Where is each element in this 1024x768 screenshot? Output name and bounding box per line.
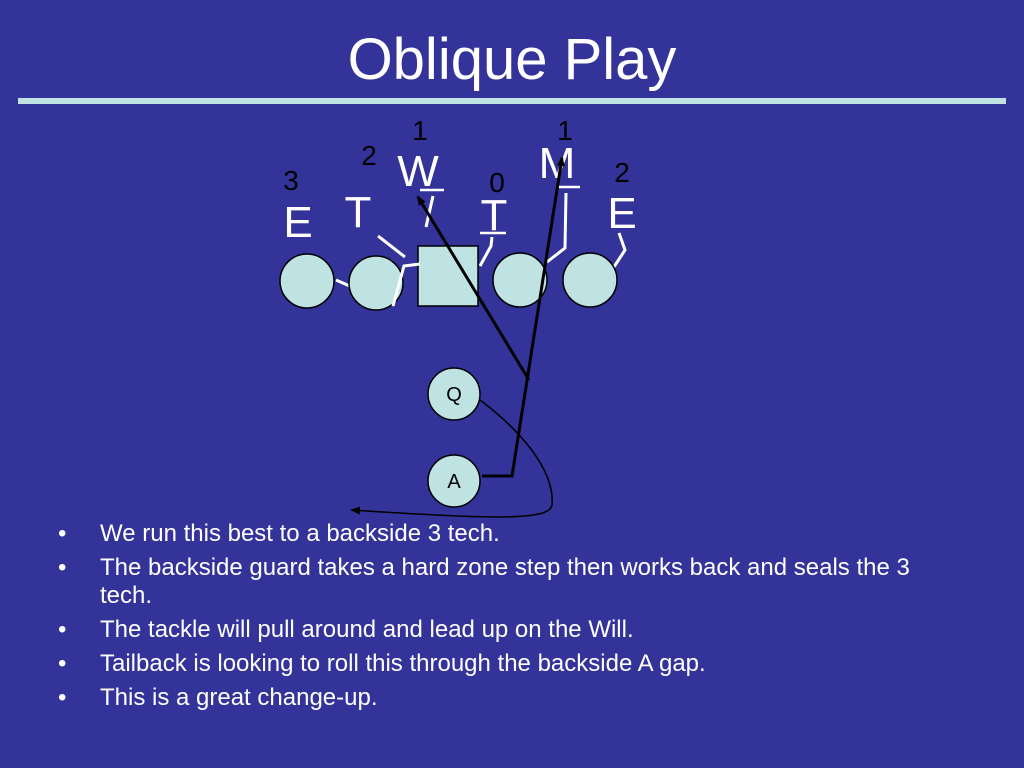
bullet-text: The tackle will pull around and lead up … [100,616,634,643]
bullet-marker: • [58,650,67,677]
mike-reaction [546,192,568,264]
backside-guard [348,255,404,311]
technique-label-m: 1 [557,115,573,146]
will-reaction [424,195,435,228]
bullet-item: • This is a great change-up. [58,684,958,712]
tailback-route [482,156,565,478]
technique-label-nose-t: 0 [489,167,505,198]
playside-end-reaction [610,232,627,271]
bullet-item: • The tackle will pull around and lead up… [58,616,958,644]
defender-playside-end: E [607,189,636,238]
bullet-item: • The backside guard takes a hard zone st… [58,554,958,610]
technique-label-playside-e: 2 [614,157,630,188]
bullet-text: The backside guard takes a hard zone ste… [100,554,910,609]
playside-guard [492,252,548,308]
backside-tackle [279,253,335,309]
bullet-text: We run this best to a backside 3 tech. [100,520,500,547]
bullet-marker: • [58,520,67,547]
qb-fake-route [350,399,553,518]
technique-label-backside-e: 3 [283,165,299,196]
coaching-points-list: •We run this best to a backside 3 tech. … [58,520,958,718]
title-divider [18,98,1006,104]
technique-label-w: 1 [412,115,428,146]
bullet-text: This is a great change-up. [100,684,378,711]
bullet-marker: • [58,616,67,643]
tailback [427,454,481,508]
tailback-label: A [447,471,461,493]
bullet-item: • Tailback is looking to roll this throug… [58,650,958,678]
bullet-marker: • [58,684,67,711]
center [417,245,479,307]
quarterback [427,367,481,421]
bullet-marker: • [58,554,67,581]
defender-backside-tackle: T [345,188,372,237]
defender-will: W [397,147,439,196]
defender-backside-end: E [283,198,312,247]
nose-reaction [478,236,494,267]
tackle-pull-route [416,195,531,381]
bullet-item: • We run this best to a backside 3 tech. [58,520,958,548]
guard-block-path [391,262,421,307]
slide-title: Oblique Play [347,27,677,92]
bullet-text: Tailback is looking to roll this through… [100,650,706,677]
technique-label-backside-t: 2 [361,140,377,171]
quarterback-label: Q [446,384,462,406]
backside-tackle-reaction [377,234,406,259]
playside-tackle [562,252,618,308]
